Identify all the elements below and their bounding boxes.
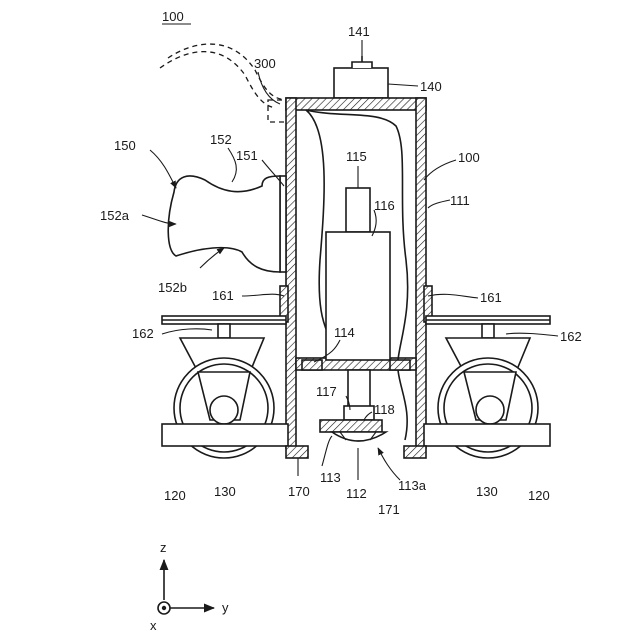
label-113a: 113a [398,478,427,493]
axis-z-label: z [160,540,167,555]
label-162-left: 162 [132,326,154,341]
label-115: 115 [346,149,367,164]
axis-y-label: y [222,600,229,615]
label-116: 116 [374,198,395,213]
label-152b: 152b [158,280,187,295]
label-162-right: 162 [560,329,582,344]
label-171: 171 [378,502,400,517]
label-141: 141 [348,24,370,39]
label-117: 117 [316,384,337,399]
block-114b [390,360,410,370]
label-161-left: 161 [212,288,234,303]
label-111: 111 [450,193,470,208]
figure-title: 100 [162,9,184,24]
label-100: 100 [458,150,480,165]
label-118: 118 [374,402,395,417]
label-152a: 152a [100,208,130,223]
label-114: 114 [334,325,355,340]
axis-indicator: z y x [150,540,229,633]
label-151: 151 [236,148,258,163]
head-112 [320,420,386,441]
block-114 [302,360,322,370]
label-120-left: 120 [164,488,186,503]
label-161-right: 161 [480,290,502,305]
foot-170b [404,446,426,458]
shaft-117-118 [344,370,374,420]
handle-150 [168,176,286,272]
label-130-right: 130 [476,484,498,499]
label-150: 150 [114,138,136,153]
base-plate-right [424,424,550,446]
label-120-right: 120 [528,488,550,503]
label-112: 112 [346,486,367,501]
foot-170 [286,446,308,458]
label-113: 113 [320,470,341,485]
label-130-left: 130 [214,484,236,499]
axis-x-label: x [150,618,157,633]
label-170: 170 [288,484,310,499]
label-300: 300 [254,56,276,71]
label-152: 152 [210,132,232,147]
top-unit-140 [334,56,388,98]
label-140: 140 [420,79,442,94]
base-plate-left [162,424,288,446]
